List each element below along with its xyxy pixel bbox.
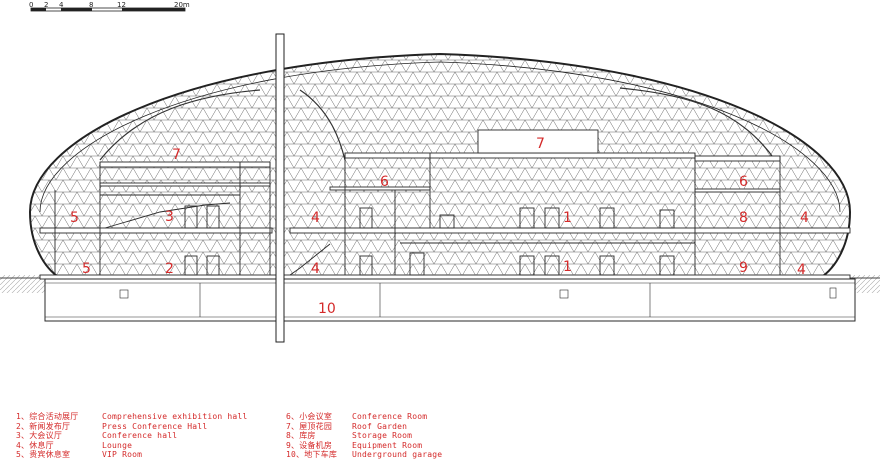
scale-tick-2: 2 bbox=[44, 1, 48, 9]
scale-tick-20m: 20m bbox=[174, 1, 190, 9]
room-label-4-lower: 4 bbox=[311, 261, 320, 277]
room-label-1-lower: 1 bbox=[563, 259, 572, 275]
room-label-7-right: 7 bbox=[536, 136, 545, 152]
room-label-6-left: 6 bbox=[380, 174, 389, 190]
room-label-4-right-upper: 4 bbox=[800, 210, 809, 226]
scale-tick-0: 0 bbox=[29, 1, 33, 9]
room-label-4-right-lower: 4 bbox=[797, 262, 806, 278]
room-label-5-lower: 5 bbox=[82, 261, 91, 277]
basement-garage bbox=[44, 278, 856, 322]
scale-tick-4: 4 bbox=[59, 1, 64, 9]
room-label-4-upper: 4 bbox=[311, 210, 320, 226]
room-label-7-left: 7 bbox=[172, 147, 181, 163]
room-label-5-upper: 5 bbox=[70, 210, 79, 226]
room-label-10: 10 bbox=[318, 301, 336, 317]
room-label-8: 8 bbox=[739, 210, 748, 226]
room-label-1-upper: 1 bbox=[563, 210, 572, 226]
room-label-3: 3 bbox=[165, 209, 174, 225]
room-labels: 5 3 5 2 7 4 4 6 7 1 1 6 8 9 4 4 10 bbox=[70, 136, 809, 317]
scale-tick-8: 8 bbox=[89, 1, 93, 9]
section-cut-marker bbox=[275, 33, 285, 343]
room-label-6-right: 6 bbox=[739, 174, 748, 190]
scale-tick-12: 12 bbox=[117, 1, 126, 9]
room-label-9: 9 bbox=[739, 260, 748, 276]
scale-bar: 0 2 4 8 12 20m bbox=[29, 1, 190, 12]
room-label-2: 2 bbox=[165, 261, 174, 277]
